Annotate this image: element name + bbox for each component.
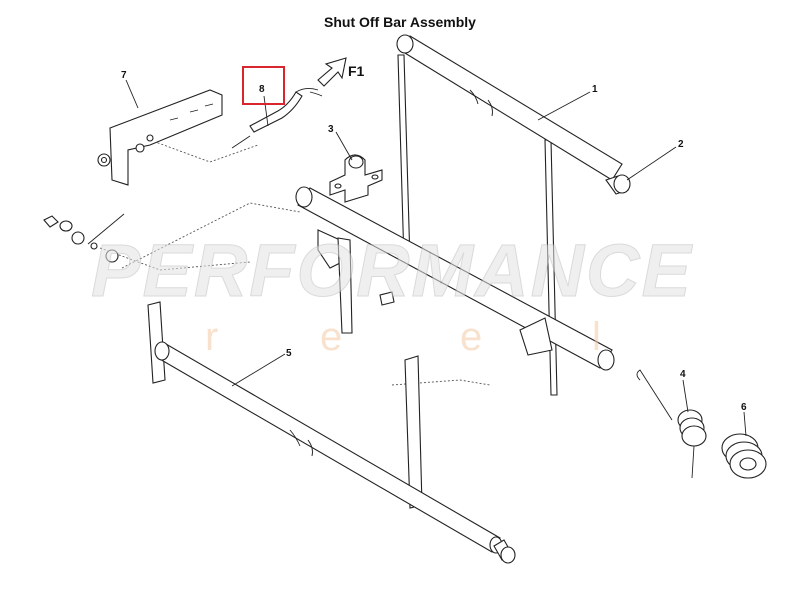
part-2-bushing <box>605 174 631 195</box>
part-3-bracket <box>329 154 383 203</box>
lower-bushing <box>493 539 516 564</box>
callout-8: 8 <box>259 84 265 95</box>
callout-1: 1 <box>592 84 598 95</box>
part-6-coil <box>721 433 767 479</box>
callout-3: 3 <box>328 124 334 135</box>
middle-shaft <box>295 186 615 371</box>
watermark-sub-0: r <box>205 315 218 359</box>
callout-6: 6 <box>741 402 747 413</box>
diagram-title: Shut Off Bar Assembly <box>324 14 476 30</box>
watermark-sub-1: e <box>320 315 342 359</box>
part-7-mount-bracket <box>97 89 223 186</box>
part-4-spring <box>636 369 707 479</box>
part-8-cable <box>231 87 323 149</box>
watermark-brand: PERFORMANCE <box>91 229 693 312</box>
assembly-dashed-lines <box>99 139 491 386</box>
direction-arrow-f1: F1 <box>317 57 365 87</box>
callout-7: 7 <box>121 70 127 81</box>
callout-5: 5 <box>286 348 292 359</box>
highlight-box-part-8 <box>242 66 285 105</box>
watermark-sub-2: e <box>460 315 482 359</box>
callout-leaders <box>125 79 747 437</box>
part-5-lower-bar <box>147 301 516 564</box>
watermark: PERFORMANCE r e e l <box>91 229 693 360</box>
callout-4: 4 <box>680 369 686 380</box>
arrow-label: F1 <box>348 63 365 79</box>
callout-2: 2 <box>678 139 684 150</box>
watermark-sub-3: l <box>592 315 601 359</box>
hardware-fasteners <box>43 213 125 263</box>
